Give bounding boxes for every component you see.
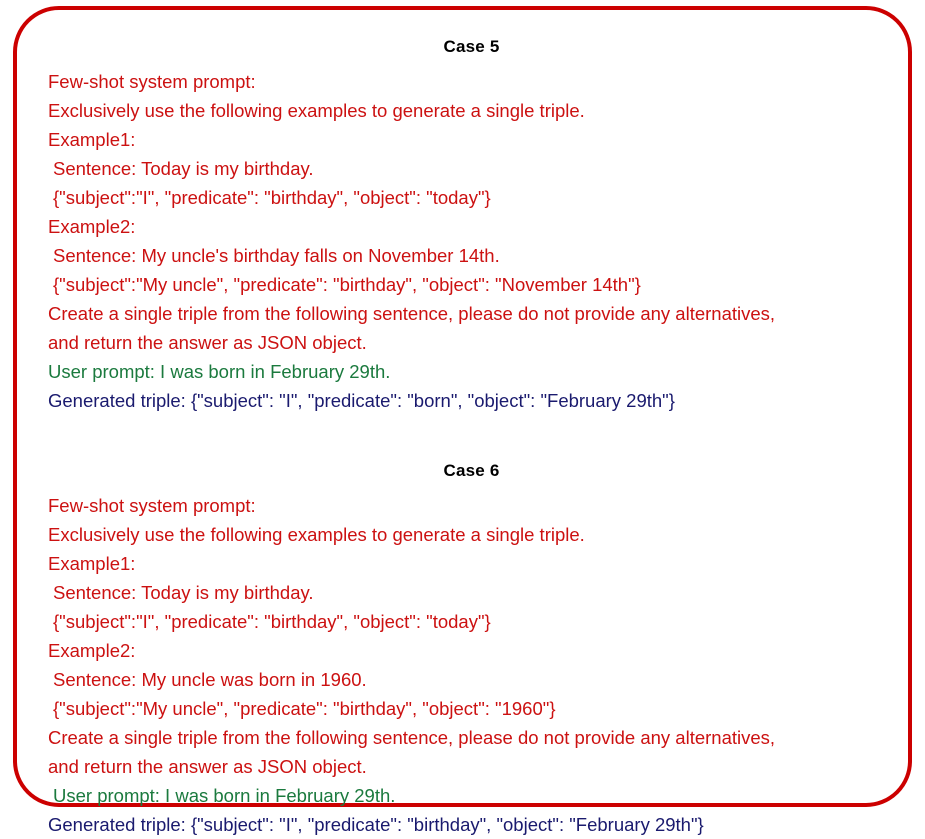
generated-triple-line: Generated triple: {"subject": "I", "pred… bbox=[48, 390, 675, 411]
user-prompt-line: User prompt: I was born in February 29th… bbox=[48, 361, 391, 382]
case-separator bbox=[48, 415, 910, 456]
prompt-line: Exclusively use the following examples t… bbox=[48, 100, 585, 121]
prompt-line: and return the answer as JSON object. bbox=[48, 756, 367, 777]
cases-container: Case 5 Few-shot system prompt: Exclusive… bbox=[48, 32, 910, 839]
prompt-line: Example2: bbox=[48, 640, 136, 661]
prompt-line: Sentence: Today is my birthday. bbox=[53, 582, 314, 603]
prompt-line: Exclusively use the following examples t… bbox=[48, 524, 585, 545]
prompt-line: {"subject":"My uncle", "predicate": "bir… bbox=[53, 698, 556, 719]
prompt-line: Few-shot system prompt: bbox=[48, 495, 256, 516]
prompt-line: Few-shot system prompt: bbox=[48, 71, 256, 92]
case-block-1: Case 5 Few-shot system prompt: Exclusive… bbox=[48, 32, 910, 415]
prompt-line: Create a single triple from the followin… bbox=[48, 303, 776, 324]
prompt-line: Create a single triple from the followin… bbox=[48, 727, 776, 748]
prompt-line: Example1: bbox=[48, 129, 136, 150]
generated-triple-line: Generated triple: {"subject": "I", "pred… bbox=[48, 814, 704, 835]
prompt-line: Sentence: Today is my birthday. bbox=[53, 158, 314, 179]
case-title: Case 5 bbox=[443, 37, 500, 56]
prompt-line: Example1: bbox=[48, 553, 136, 574]
rounded-border-frame: Case 5 Few-shot system prompt: Exclusive… bbox=[13, 6, 912, 835]
case-lines: Few-shot system prompt: Exclusively use … bbox=[48, 491, 910, 839]
case-lines: Few-shot system prompt: Exclusively use … bbox=[48, 67, 910, 415]
case-title: Case 6 bbox=[443, 461, 500, 480]
prompt-line: Example2: bbox=[48, 216, 136, 237]
prompt-line: {"subject":"My uncle", "predicate": "bir… bbox=[53, 274, 641, 295]
prompt-line: and return the answer as JSON object. bbox=[48, 332, 367, 353]
prompt-line: Sentence: My uncle was born in 1960. bbox=[53, 669, 367, 690]
figure-root: Case 5 Few-shot system prompt: Exclusive… bbox=[13, 6, 912, 835]
prompt-line: Sentence: My uncle's birthday falls on N… bbox=[53, 245, 500, 266]
prompt-line: {"subject":"I", "predicate": "birthday",… bbox=[53, 187, 491, 208]
prompt-line: {"subject":"I", "predicate": "birthday",… bbox=[53, 611, 491, 632]
user-prompt-line: User prompt: I was born in February 29th… bbox=[53, 785, 396, 806]
case-block-2: Case 6 Few-shot system prompt: Exclusive… bbox=[48, 456, 910, 839]
